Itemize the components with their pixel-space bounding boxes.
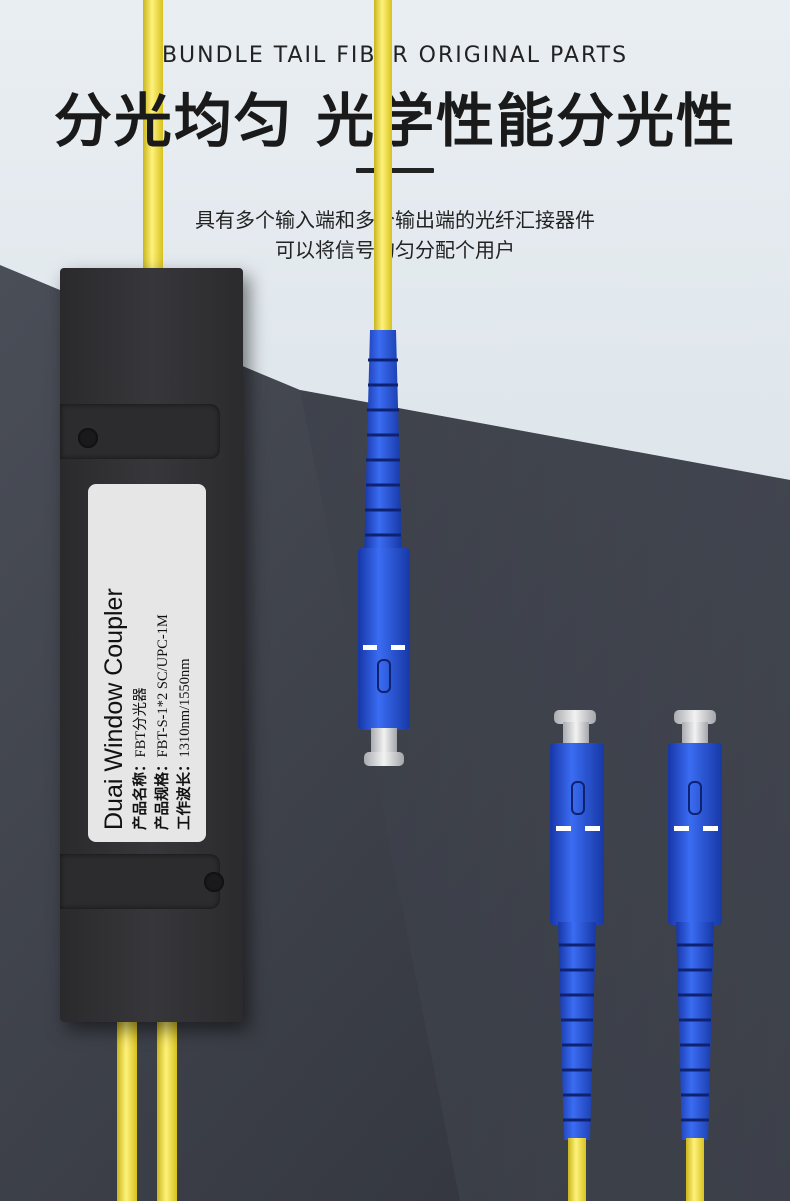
title-underline [356,168,434,173]
page-title: 分光均匀 光学性能分光性 [53,87,737,155]
output-fiber-left [117,1020,137,1201]
screw-hole-bottom [204,872,224,892]
product-label: Duai Window Coupler 产品名称：FBT分光器 产品规格：FBT… [88,484,206,842]
subtitle-english: BUNDLE TAIL FIBER ORIGINAL PARTS [161,43,629,68]
header-block: BUNDLE TAIL FIBER ORIGINAL PARTS 分光均匀 光学… [0,40,790,265]
output-fiber-right [157,1020,177,1201]
description-line-1: 具有多个输入端和多个输出端的光纤汇接器件 [195,208,595,232]
sc-connector-center [358,0,410,766]
screw-hole-top [78,428,98,448]
description-line-2: 可以将信号均匀分配个用户 [275,238,515,262]
sc-connector-right-2 [668,710,722,1201]
description: 具有多个输入端和多个输出端的光纤汇接器件 可以将信号均匀分配个用户 [0,205,790,265]
input-fiber-top [143,0,163,270]
sc-connector-right-1 [550,710,604,1201]
body-notch-bottom [60,854,220,909]
